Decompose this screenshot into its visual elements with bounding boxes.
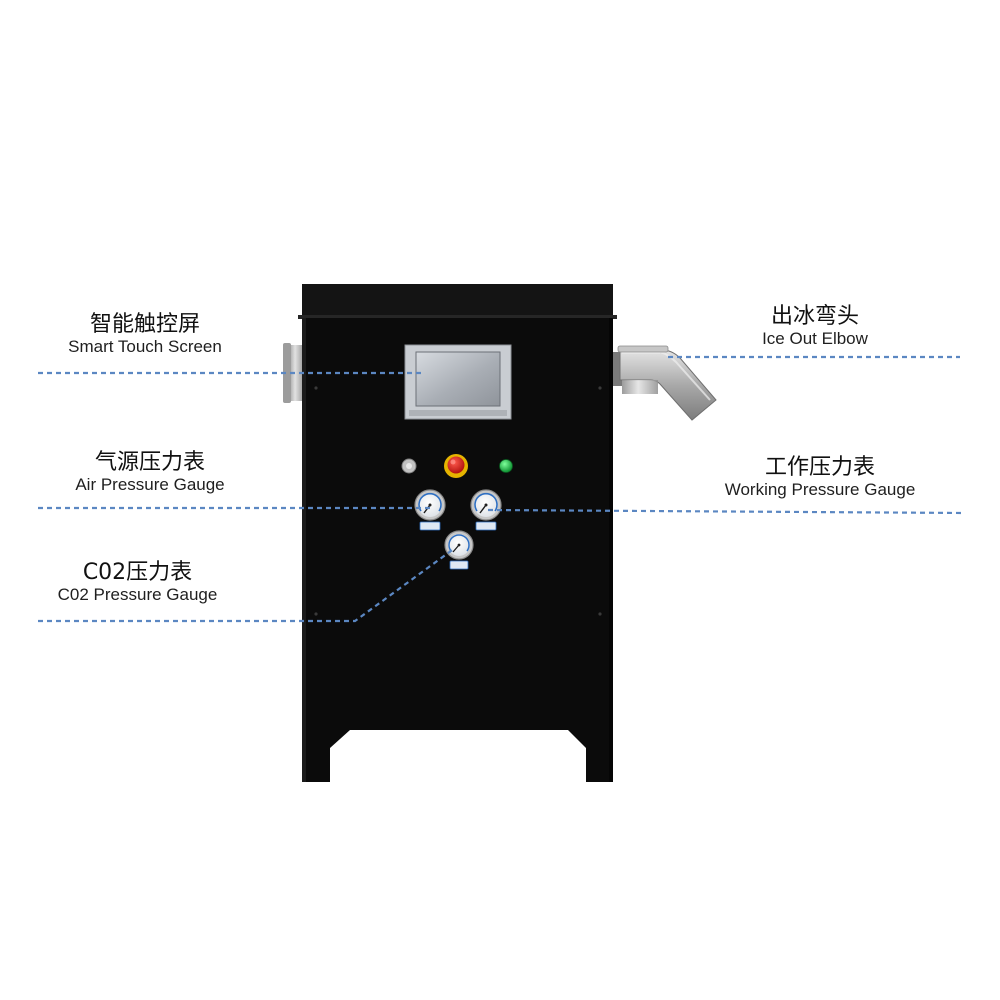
- callout-working-gauge-cn: 工作压力表: [764, 455, 875, 480]
- callout-touch-screen-cn: 智能触控屏: [89, 312, 200, 337]
- callout-touch-screen: 智能触控屏 Smart Touch Screen: [40, 312, 250, 357]
- selector-switch: [401, 458, 417, 474]
- co2-pressure-gauge: [444, 530, 474, 570]
- callout-working-gauge-en: Working Pressure Gauge: [724, 480, 916, 500]
- leader-lines: [38, 355, 966, 623]
- callout-touch-screen-en: Smart Touch Screen: [68, 337, 222, 357]
- ice-out-elbow: [612, 345, 717, 421]
- leader-line-co2-gauge: [38, 547, 456, 623]
- callout-working-gauge: 工作压力表 Working Pressure Gauge: [695, 455, 945, 500]
- callout-air-gauge: 气源压力表 Air Pressure Gauge: [40, 450, 260, 495]
- callout-ice-elbow: 出冰弯头 Ice Out Elbow: [715, 304, 915, 349]
- leader-line-working-gauge: [487, 508, 966, 515]
- callout-air-gauge-cn: 气源压力表: [94, 450, 205, 475]
- callout-ice-elbow-en: Ice Out Elbow: [762, 329, 868, 349]
- touch-screen-panel: [404, 344, 512, 420]
- callout-co2-gauge-cn: C02压力表: [82, 560, 193, 585]
- callout-co2-gauge: C02压力表 C02 Pressure Gauge: [25, 560, 250, 605]
- air-pressure-gauge: [414, 489, 446, 531]
- indicator-light: [499, 459, 513, 473]
- callout-co2-gauge-en: C02 Pressure Gauge: [57, 585, 218, 605]
- left-inlet-pipe: [283, 343, 305, 403]
- callout-ice-elbow-cn: 出冰弯头: [770, 304, 859, 329]
- emergency-stop-button: [444, 454, 468, 478]
- callout-air-gauge-en: Air Pressure Gauge: [75, 475, 225, 495]
